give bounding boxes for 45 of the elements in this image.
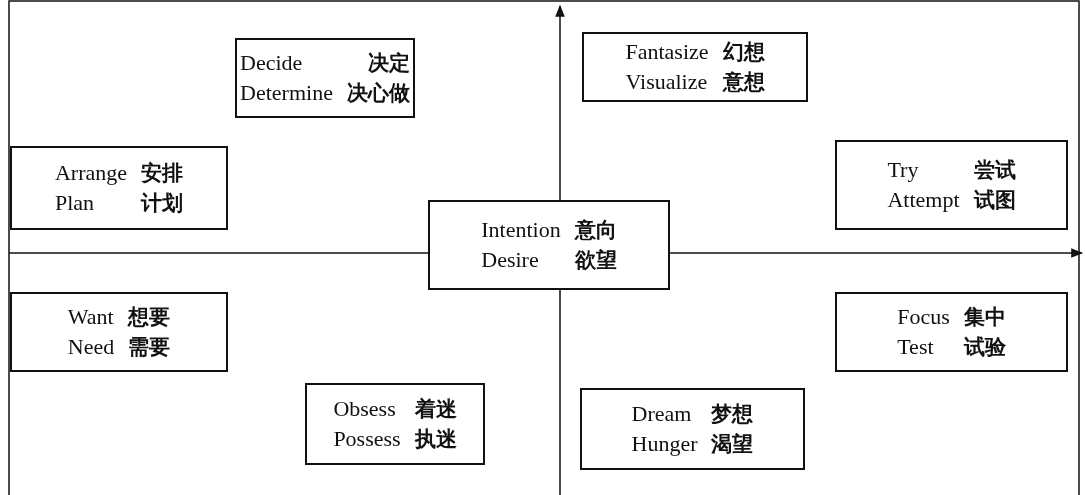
english-term: Hunger	[631, 430, 698, 458]
english-term: Desire	[481, 246, 540, 274]
english-term: Try	[887, 156, 920, 184]
english-term: Dream	[631, 400, 693, 428]
chinese-term: 幻想	[722, 39, 765, 66]
term-box	[835, 140, 1068, 230]
chinese-term: 集中	[963, 304, 1006, 331]
english-term: Fantasize	[625, 38, 709, 66]
english-term: Need	[67, 333, 115, 361]
chinese-term: 欲望	[574, 247, 617, 274]
chinese-term: 决定	[366, 50, 410, 77]
english-term: Determine	[240, 79, 333, 107]
chinese-term: 试验	[963, 334, 1006, 361]
english-term: Possess	[333, 425, 401, 453]
term-box	[582, 32, 808, 102]
chinese-term: 执迷	[414, 426, 457, 453]
chinese-term: 安排	[141, 160, 184, 187]
chinese-term: 渴望	[711, 431, 754, 458]
chinese-term: 意向	[574, 217, 617, 244]
chinese-term: 梦想	[711, 401, 754, 428]
term-box	[835, 292, 1068, 372]
term-box	[235, 38, 415, 118]
chinese-term: 计划	[141, 190, 184, 217]
term-box	[305, 383, 485, 465]
english-term: Arrange	[54, 159, 128, 187]
english-term: Visualize	[625, 68, 709, 96]
term-box	[428, 200, 670, 290]
chinese-term: 想要	[128, 304, 171, 331]
chinese-term: 需要	[128, 334, 171, 361]
english-term: Focus	[897, 303, 950, 331]
english-term: Want	[67, 303, 115, 331]
term-box	[10, 292, 228, 372]
chinese-term: 着迷	[414, 396, 457, 423]
term-box	[10, 146, 228, 230]
english-term: Attempt	[887, 186, 960, 214]
chinese-term: 意想	[722, 69, 765, 96]
chinese-term: 试图	[973, 187, 1016, 214]
english-term: Decide	[240, 49, 304, 77]
chinese-term: 尝试	[973, 157, 1016, 184]
english-term: Intention	[481, 216, 561, 244]
english-term: Plan	[54, 189, 96, 217]
english-term: Test	[897, 333, 935, 361]
english-term: Obsess	[333, 395, 397, 423]
term-box	[580, 388, 805, 470]
chinese-term: 决心做	[346, 80, 410, 107]
